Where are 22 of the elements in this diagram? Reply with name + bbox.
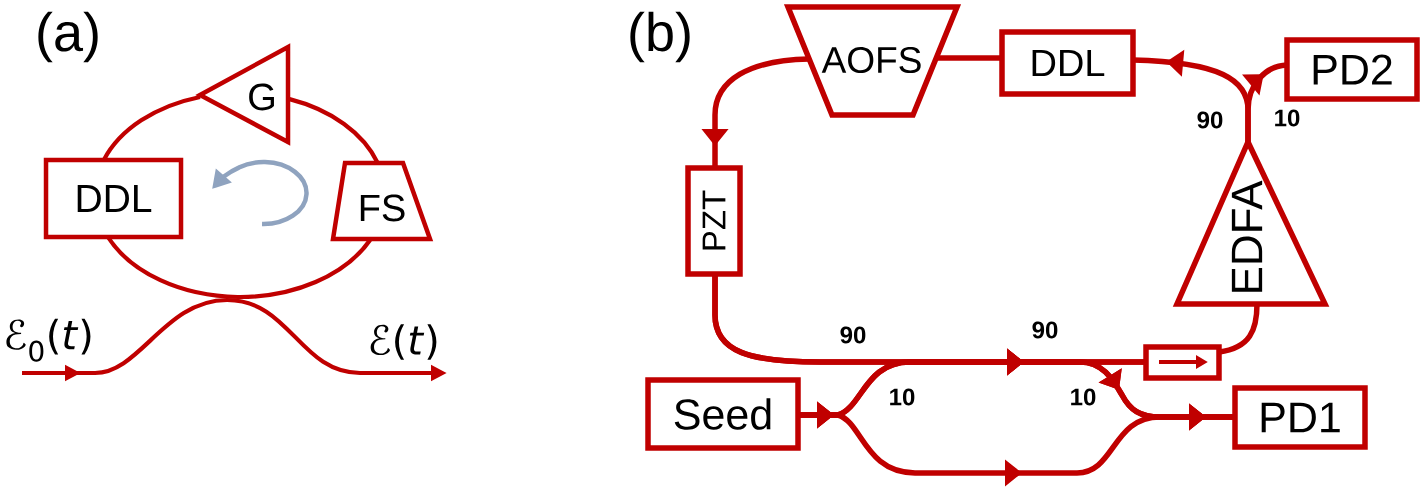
ratio-label: 90: [1032, 321, 1058, 339]
connector-line: [289, 97, 380, 164]
panel-label: (b): [630, 11, 690, 63]
ratio-label: 90: [1197, 111, 1223, 129]
labeled-box: DDL: [999, 29, 1136, 97]
connector-line: [1218, 303, 1260, 355]
signal-label: ℰ$_{0}$(t): [6, 318, 91, 362]
ratio-label: 10: [890, 388, 915, 406]
connector-line: [936, 55, 1002, 61]
labeled-box: DDL: [43, 157, 184, 240]
panel-label: (a): [38, 11, 98, 63]
labeled-box: PZT: [685, 165, 743, 277]
isolator-box: [1143, 344, 1222, 381]
labeled-box: PD1: [1232, 385, 1368, 450]
labeled-box: Seed: [645, 377, 801, 451]
ratio-label: 10: [1275, 109, 1300, 127]
ratio-label: 10: [1071, 388, 1096, 406]
arrow: [1242, 62, 1288, 142]
labeled-box: PD2: [1284, 37, 1420, 102]
signal-label: ℰ(t): [370, 324, 437, 360]
connector-line: [102, 94, 201, 161]
ratio-label: 90: [840, 326, 866, 344]
